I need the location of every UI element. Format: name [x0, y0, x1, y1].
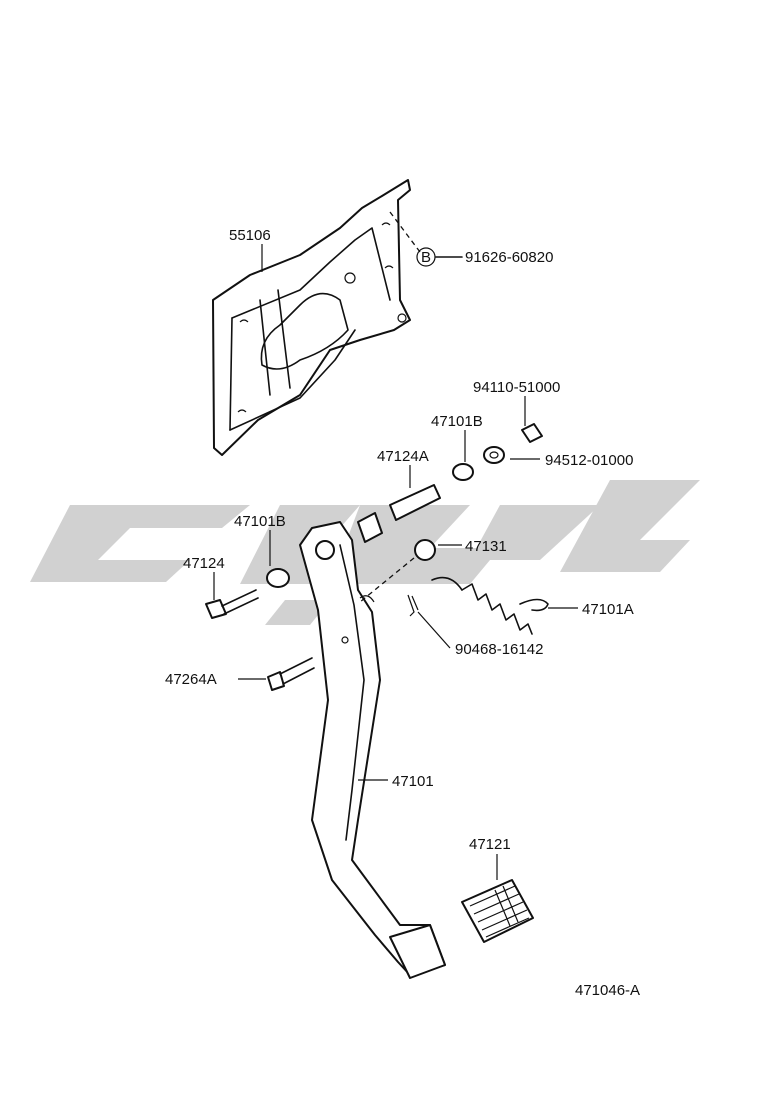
figure-id: 471046-A	[575, 982, 640, 999]
stopper-bolt-head-47264A	[267, 671, 285, 691]
collar-47124A	[389, 484, 441, 521]
label-94110-51000: 94110-51000	[473, 379, 560, 396]
label-94512-01000: 94512-01000	[545, 452, 633, 469]
label-55106: 55106	[229, 227, 271, 244]
label-47101B-left: 47101B	[234, 513, 286, 530]
marker-b: B	[421, 249, 431, 266]
label-47124A: 47124A	[377, 448, 429, 465]
label-47124: 47124	[183, 555, 225, 572]
clip-90468	[407, 594, 419, 617]
clutch-pedal-arm-47101	[299, 521, 446, 979]
label-47101: 47101	[392, 773, 434, 790]
bushing-47101B-top	[452, 463, 474, 481]
bolt-shank-47124	[221, 589, 259, 615]
pedal-bracket-55106	[212, 179, 411, 456]
label-47121: 47121	[469, 836, 511, 853]
cushion-47131	[414, 539, 436, 561]
leader-lines	[213, 244, 578, 880]
nut-94110	[521, 423, 543, 443]
part-labels: 55106 91626-60820 94110-51000 47101B 945…	[165, 227, 640, 999]
label-91626-60820: 91626-60820	[465, 249, 553, 266]
bolt-head-47124	[205, 599, 227, 619]
washer-94512	[483, 446, 505, 464]
label-47101A: 47101A	[582, 601, 634, 618]
bushing-47101B-left	[266, 568, 290, 588]
stopper-bolt-shank	[279, 657, 315, 685]
return-spring-47101A	[431, 576, 549, 635]
small-parts	[205, 423, 543, 691]
label-47131: 47131	[465, 538, 507, 555]
pedal-pad-47121	[461, 879, 534, 943]
label-90468-16142: 90468-16142	[455, 641, 543, 658]
pedal-shaft-end	[357, 512, 383, 543]
marker-b-callout: B	[389, 211, 463, 267]
label-47264A: 47264A	[165, 671, 217, 688]
label-47101B-top: 47101B	[431, 413, 483, 430]
